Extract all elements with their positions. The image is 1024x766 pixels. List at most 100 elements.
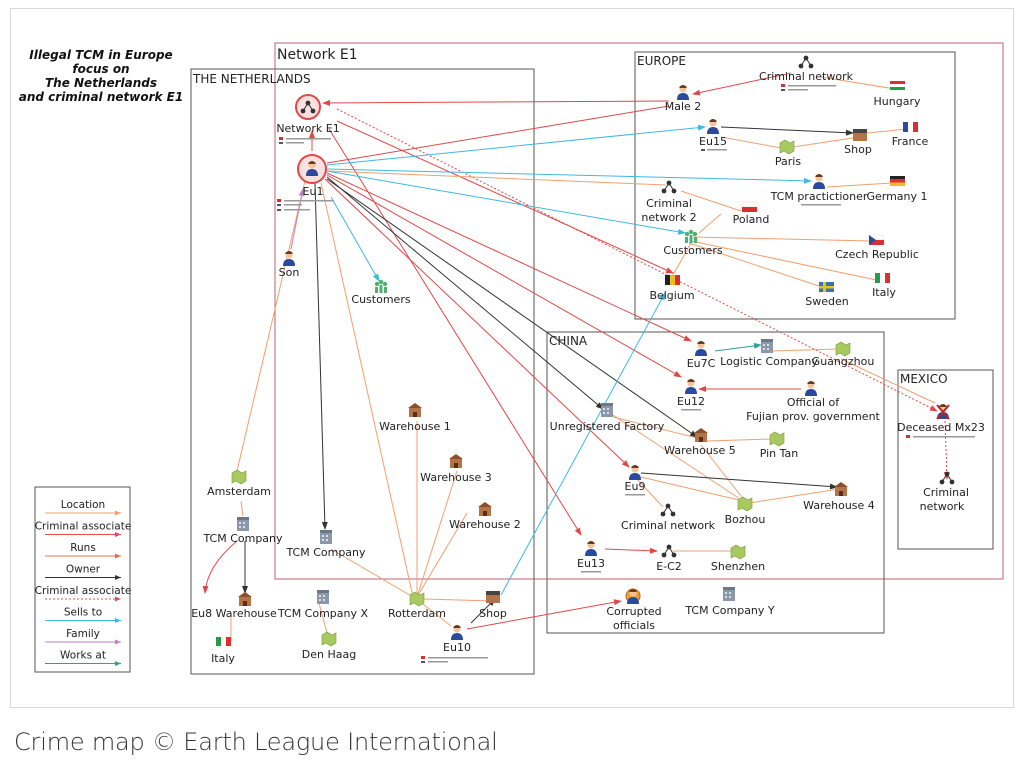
node-guangzhou[interactable]: Guangzhou bbox=[812, 341, 875, 368]
svg-text:TCM practictioner: TCM practictioner bbox=[770, 190, 868, 203]
legend-arrow-6 bbox=[115, 639, 121, 645]
svg-text:Eu1: Eu1 bbox=[303, 185, 324, 198]
node-tcm-company-nl1[interactable]: TCM Company bbox=[202, 517, 283, 545]
node-criminal-network2[interactable]: Criminal network 2 bbox=[641, 180, 697, 224]
node-eu15[interactable]: Eu15 bbox=[699, 119, 727, 151]
svg-text:Sweden: Sweden bbox=[805, 295, 848, 308]
node-tcm-practitioner[interactable]: TCM practictioner bbox=[770, 174, 868, 206]
europe-region-label: EUROPE bbox=[637, 54, 686, 68]
edges bbox=[202, 72, 950, 641]
node-poland[interactable]: Poland bbox=[733, 201, 770, 226]
svg-text:Customers: Customers bbox=[663, 244, 722, 257]
svg-text:Poland: Poland bbox=[733, 213, 770, 226]
node-logistic-company[interactable]: Logistic Company bbox=[720, 339, 818, 368]
node-italy-nl[interactable]: Italy bbox=[211, 637, 235, 665]
network-e1-box bbox=[274, 42, 1004, 580]
node-criminal-network-cn[interactable]: Criminal network bbox=[621, 503, 716, 532]
node-hungary[interactable]: Hungary bbox=[874, 81, 921, 108]
node-eu8-warehouse[interactable]: Eu8 Warehouse bbox=[191, 592, 277, 620]
svg-text:Corrupted: Corrupted bbox=[606, 605, 661, 618]
node-unregistered-factory[interactable]: Unregistered Factory bbox=[550, 403, 665, 433]
node-paris[interactable]: Paris bbox=[775, 139, 801, 168]
svg-text:network 2: network 2 bbox=[641, 211, 696, 224]
legend-arrow-0 bbox=[115, 510, 121, 516]
node-italy-eu[interactable]: Italy bbox=[872, 273, 896, 299]
node-son[interactable]: Son bbox=[279, 251, 300, 279]
node-warehouse5[interactable]: Warehouse 5 bbox=[664, 428, 736, 457]
node-rotterdam[interactable]: Rotterdam bbox=[388, 591, 446, 620]
svg-text:Eu9: Eu9 bbox=[625, 480, 646, 493]
node-den-haag[interactable]: Den Haag bbox=[302, 631, 356, 661]
node-corrupted-officials[interactable]: Corrupted officials bbox=[606, 588, 662, 632]
svg-text:officials: officials bbox=[613, 619, 655, 632]
edge-male2-network bbox=[322, 99, 670, 106]
svg-text:Eu12: Eu12 bbox=[677, 395, 705, 408]
node-eu7c[interactable]: Eu7C bbox=[687, 341, 716, 370]
china-region-label: CHINA bbox=[549, 334, 588, 348]
node-official[interactable]: Official of Fujian prov. government bbox=[746, 381, 881, 423]
node-eu13[interactable]: Eu13 bbox=[577, 541, 605, 573]
node-belgium[interactable]: Belgium bbox=[649, 275, 695, 302]
diagram-frame: Network E1 THE NETHERLANDS EUROPE CHINA … bbox=[10, 8, 1014, 708]
edge-eu10-corrupt bbox=[466, 599, 622, 630]
node-shop-eu[interactable]: Shop bbox=[844, 129, 872, 156]
node-shenzhen[interactable]: Shenzhen bbox=[711, 544, 765, 573]
node-tcm-company-nl2[interactable]: TCM Company bbox=[285, 530, 366, 559]
legend-label-1: Criminal associate bbox=[35, 521, 132, 533]
legend-label-2: Runs bbox=[70, 542, 96, 554]
node-male2[interactable]: Male 2 bbox=[665, 85, 702, 113]
node-amsterdam[interactable]: Amsterdam bbox=[207, 469, 271, 498]
node-warehouse3[interactable]: Warehouse 3 bbox=[420, 454, 492, 484]
svg-text:Warehouse 1: Warehouse 1 bbox=[379, 420, 451, 433]
svg-text:Criminal network: Criminal network bbox=[621, 519, 716, 532]
svg-text:Male 2: Male 2 bbox=[665, 100, 702, 113]
legend-label-5: Sells to bbox=[64, 607, 102, 619]
legend-box bbox=[34, 486, 131, 673]
node-warehouse1[interactable]: Warehouse 1 bbox=[379, 403, 451, 433]
node-customers-nl[interactable]: Customers bbox=[351, 279, 411, 306]
node-bozhou[interactable]: Bozhou bbox=[725, 496, 766, 526]
node-eu1[interactable]: Eu1 bbox=[297, 154, 327, 198]
legend-label-6: Family bbox=[66, 628, 100, 640]
edge-eu1-eu9 bbox=[324, 178, 630, 468]
svg-text:Eu8 Warehouse: Eu8 Warehouse bbox=[191, 607, 277, 620]
node-tcm-company-x[interactable]: TCM Company X bbox=[277, 590, 369, 620]
svg-text:Czech Republic: Czech Republic bbox=[835, 248, 919, 261]
svg-text:Shop: Shop bbox=[479, 607, 507, 620]
svg-text:E-C2: E-C2 bbox=[656, 560, 682, 573]
node-pin-tan[interactable]: Pin Tan bbox=[760, 431, 799, 460]
edge-mx23-cn bbox=[943, 420, 950, 480]
edge-network-eu10 bbox=[336, 120, 674, 274]
svg-text:Warehouse 5: Warehouse 5 bbox=[664, 444, 736, 457]
node-sweden[interactable]: Sweden bbox=[805, 282, 849, 308]
legend-arrow-4 bbox=[115, 596, 121, 602]
node-czech[interactable]: Czech Republic bbox=[835, 234, 919, 261]
node-e-c2[interactable]: E-C2 bbox=[656, 544, 682, 573]
title-line-2: focus on bbox=[72, 62, 129, 76]
node-germany[interactable]: Germany 1 bbox=[866, 176, 928, 203]
svg-text:Germany 1: Germany 1 bbox=[866, 190, 927, 203]
svg-text:TCM Company: TCM Company bbox=[285, 546, 366, 559]
svg-text:network: network bbox=[920, 500, 965, 513]
node-eu9[interactable]: Eu9 bbox=[625, 465, 646, 496]
node-criminal-network-mx[interactable]: Criminal network bbox=[920, 471, 969, 513]
node-criminal-network-eu[interactable]: Criminal network bbox=[759, 55, 854, 91]
node-tcm-company-y[interactable]: TCM Company Y bbox=[684, 587, 775, 617]
node-deceased-mx23[interactable]: Deceased Mx23 bbox=[897, 404, 985, 438]
node-warehouse2[interactable]: Warehouse 2 bbox=[449, 502, 521, 531]
title-line-3: The Netherlands bbox=[45, 76, 157, 90]
node-warehouse4[interactable]: Warehouse 4 bbox=[803, 482, 875, 512]
node-eu12[interactable]: Eu12 bbox=[677, 379, 705, 411]
svg-text:Customers: Customers bbox=[351, 293, 410, 306]
node-shop-nl[interactable]: Shop bbox=[479, 591, 507, 620]
svg-text:Criminal network: Criminal network bbox=[759, 70, 854, 83]
china-box bbox=[546, 331, 885, 634]
svg-text:TCM Company X: TCM Company X bbox=[277, 607, 369, 620]
node-eu10[interactable]: Eu10 bbox=[421, 625, 488, 663]
node-customers-eu[interactable]: Customers bbox=[663, 229, 723, 257]
svg-text:Rotterdam: Rotterdam bbox=[388, 607, 446, 620]
svg-text:Shenzhen: Shenzhen bbox=[711, 560, 765, 573]
node-network-e1[interactable]: Network E1 bbox=[276, 94, 340, 135]
svg-text:Italy: Italy bbox=[872, 286, 896, 299]
node-france[interactable]: France bbox=[892, 122, 929, 148]
